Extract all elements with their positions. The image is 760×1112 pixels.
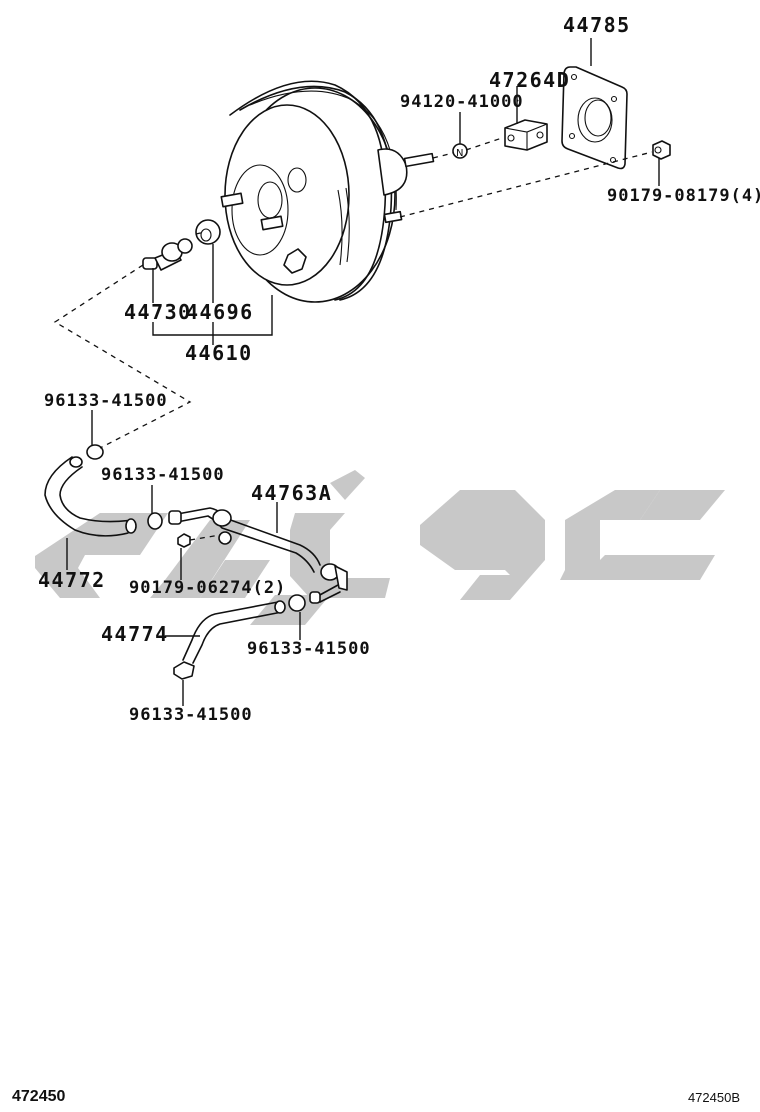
nut-90179-08179 xyxy=(652,140,671,160)
diagram-code-left: 472450 xyxy=(12,1088,66,1105)
callout-90179-06274: 90179-06274(2) xyxy=(129,578,287,598)
vacuum-pipe-44763A xyxy=(168,507,348,604)
vacuum-hose-44774 xyxy=(182,600,286,664)
callout-96133-41500-middle: 96133-41500 xyxy=(101,465,225,485)
hose-clip-bottom xyxy=(173,661,195,680)
nut-90179-06274 xyxy=(177,533,191,548)
svg-text:N: N xyxy=(456,148,463,159)
callout-44730: 44730 xyxy=(124,300,192,324)
gasket-44785 xyxy=(561,66,628,170)
callout-44610: 44610 xyxy=(185,341,253,365)
callout-47264D: 47264D xyxy=(489,68,571,92)
callout-96133-41500-bottom: 96133-41500 xyxy=(129,705,253,725)
callout-90179-08179: 90179-08179(4) xyxy=(607,186,760,206)
vacuum-hose-44772 xyxy=(44,456,137,537)
diagram-code-right: 472450B xyxy=(687,1090,740,1105)
watermark-logo xyxy=(35,470,725,625)
clevis-47264D xyxy=(504,119,548,151)
callout-94120-41000: 94120-41000 xyxy=(400,92,524,112)
nut-94120: N xyxy=(452,143,468,159)
brake-booster xyxy=(220,80,435,303)
callout-96133-41500-right: 96133-41500 xyxy=(247,639,371,659)
hose-clip-middle xyxy=(147,512,163,530)
hose-clip-upper xyxy=(86,444,104,460)
callout-44774: 44774 xyxy=(101,622,169,646)
grommet-44696 xyxy=(195,219,221,245)
assembly-lines xyxy=(53,137,653,541)
callout-44785: 44785 xyxy=(563,13,631,37)
leader-lines xyxy=(66,38,660,706)
callout-44763A: 44763A xyxy=(251,481,333,505)
callout-44772: 44772 xyxy=(38,568,106,592)
callout-44696: 44696 xyxy=(186,300,254,324)
check-valve-44730 xyxy=(142,238,193,271)
hose-clip-lower-right xyxy=(288,594,306,612)
callout-96133-41500-upper: 96133-41500 xyxy=(44,391,168,411)
